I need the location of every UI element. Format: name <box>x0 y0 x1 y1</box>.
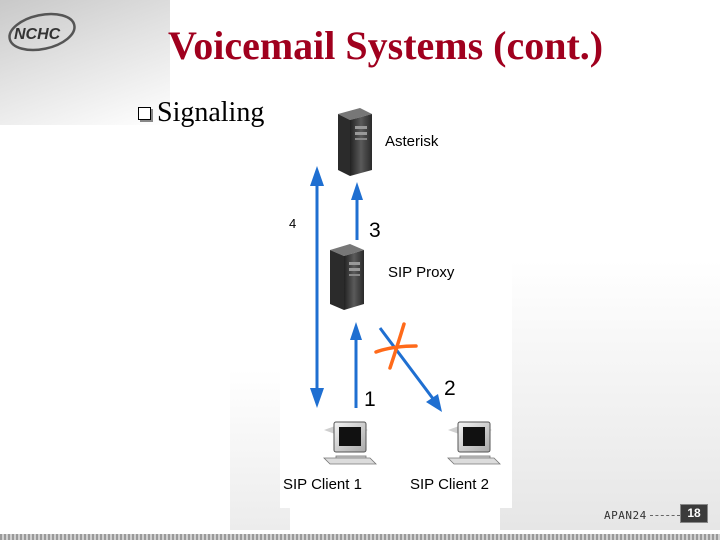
logo-text: NCHC <box>14 26 61 43</box>
asterisk-label: Asterisk <box>385 133 439 150</box>
sip-client-2-label: SIP Client 2 <box>410 476 489 493</box>
background-shade <box>500 260 720 530</box>
corner-gradient <box>0 0 170 125</box>
step-1-label: 1 <box>364 388 376 411</box>
bullet-square-icon <box>138 106 151 120</box>
blocked-cross-icon <box>374 322 418 370</box>
step-3-label: 3 <box>369 219 381 242</box>
bullet-item: Signaling <box>138 97 264 129</box>
page-number: 18 <box>680 504 708 523</box>
slide-title: Voicemail Systems (cont.) <box>168 23 604 68</box>
bottom-bar <box>0 534 720 540</box>
sip-proxy-label: SIP Proxy <box>388 264 455 281</box>
step-2-label: 2 <box>444 377 456 400</box>
signaling-diagram: Asterisk SIP Proxy 4 3 1 <box>280 100 512 508</box>
arrow-step-1 <box>350 322 362 408</box>
nchc-logo: NCHC <box>8 12 76 52</box>
sip-client-2-computer-icon <box>447 421 501 465</box>
sip-client-1-label: SIP Client 1 <box>283 476 362 493</box>
arrow-step-2 <box>378 327 442 412</box>
arrow-step-4 <box>310 166 324 408</box>
bullet-text: Signaling <box>157 97 265 128</box>
step-4-label: 4 <box>289 216 296 231</box>
sip-proxy-server-icon <box>330 244 364 310</box>
arrow-step-3 <box>351 182 363 240</box>
sip-client-1-computer-icon <box>323 421 377 465</box>
asterisk-server-icon <box>338 108 372 176</box>
diagram-canvas: Asterisk SIP Proxy 4 3 1 <box>283 108 501 493</box>
footer-event: APAN24 <box>604 509 647 522</box>
footer-divider <box>650 515 680 516</box>
